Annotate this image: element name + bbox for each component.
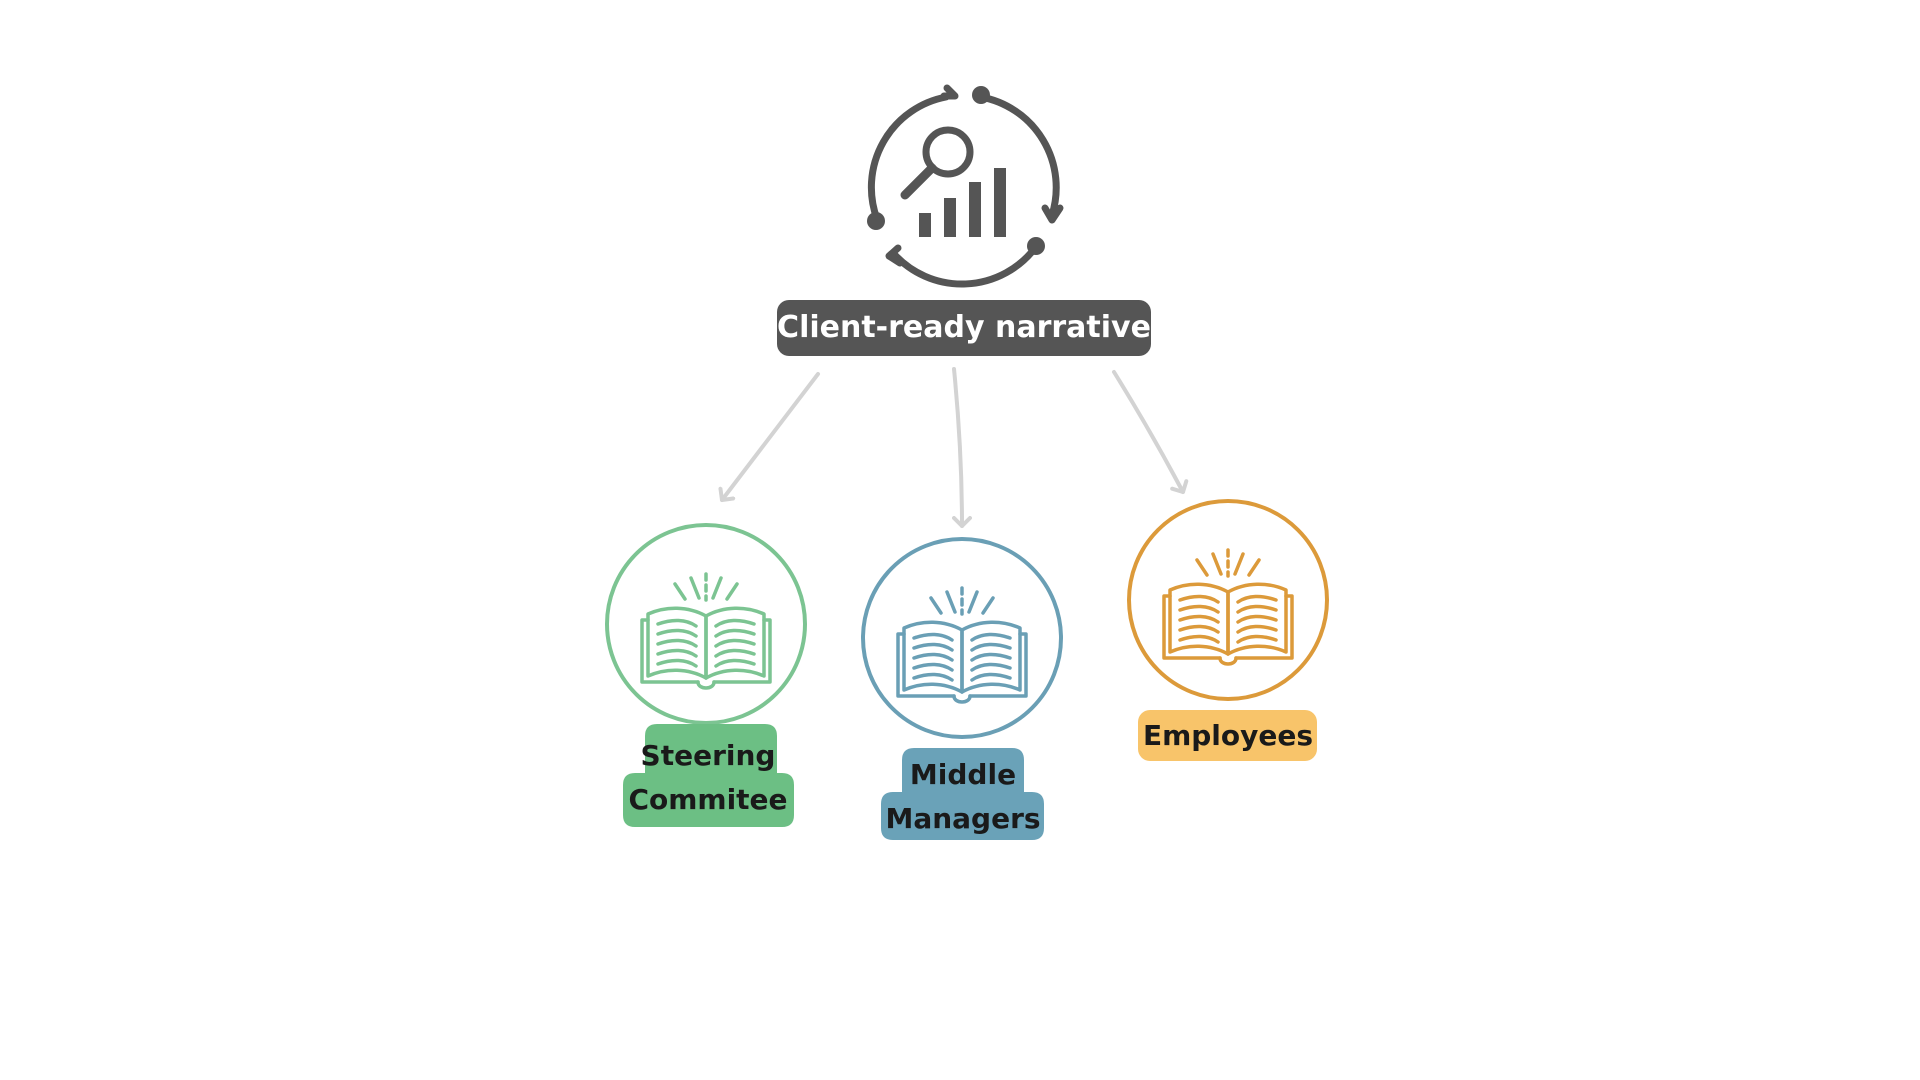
audience-label-line2: Commitee bbox=[628, 783, 787, 816]
audience-steering-committee: Steering Commitee bbox=[605, 523, 807, 827]
audience-middle-managers: Middle Managers bbox=[861, 537, 1063, 840]
audience-label-line1: Steering bbox=[641, 739, 776, 772]
open-book-icon bbox=[1162, 548, 1294, 666]
audience-employees: Employees bbox=[1127, 499, 1329, 761]
audience-label-line2: Managers bbox=[885, 802, 1040, 835]
open-book-icon bbox=[896, 586, 1028, 704]
arrow-to-employees bbox=[1112, 370, 1189, 494]
audience-circle bbox=[605, 523, 807, 725]
root-label-bg bbox=[777, 300, 1151, 356]
arrow-to-middle-managers bbox=[951, 367, 972, 528]
analytics-cycle-icon bbox=[867, 84, 1064, 288]
audience-label-bg bbox=[881, 748, 1044, 840]
open-book-icon bbox=[640, 572, 772, 690]
audience-label-bg bbox=[623, 724, 794, 827]
audience-label-line1: Middle bbox=[910, 758, 1016, 791]
audience-circle bbox=[1127, 499, 1329, 701]
root-label-text: Client-ready narrative bbox=[777, 310, 1151, 345]
audience-circle bbox=[861, 537, 1063, 739]
audience-label-line1: Employees bbox=[1143, 719, 1313, 752]
audience-label-bg bbox=[1138, 710, 1317, 761]
arrow-to-steering-committee bbox=[718, 372, 820, 502]
connector-arrows bbox=[718, 367, 1189, 528]
root-label: Client-ready narrative bbox=[777, 300, 1151, 356]
